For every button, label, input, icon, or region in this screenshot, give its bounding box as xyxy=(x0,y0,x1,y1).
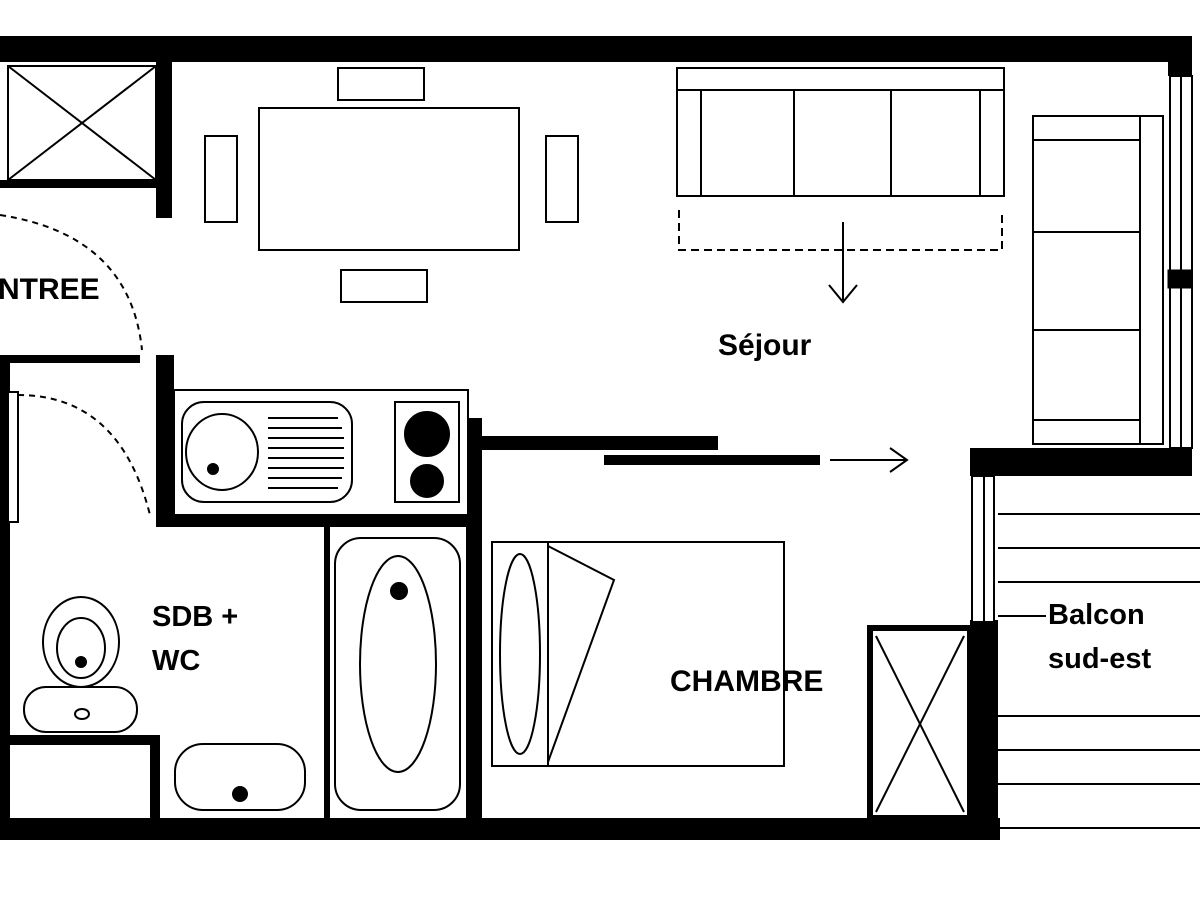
label-sejour: Séjour xyxy=(718,329,812,362)
closet-entrance xyxy=(7,65,157,181)
label-chambre: CHAMBRE xyxy=(670,665,823,698)
chair-right xyxy=(545,135,579,223)
left-wall-lower xyxy=(0,356,10,840)
closet-chambre xyxy=(867,625,973,821)
bottom-wall xyxy=(0,818,1000,840)
top-wall xyxy=(0,36,1192,62)
balcony xyxy=(971,475,1200,829)
label-balcon-line2: sud-est xyxy=(1048,643,1151,675)
bathroom-door xyxy=(7,391,151,523)
dining-table xyxy=(258,107,520,251)
kitchenette xyxy=(173,389,469,516)
label-entree: NTREE xyxy=(0,273,100,306)
label-sdb-line1: SDB + xyxy=(152,601,238,633)
label-sdb-line2: WC xyxy=(152,645,200,677)
chair-left xyxy=(204,135,238,223)
chair-top xyxy=(337,67,425,101)
sofa-bed xyxy=(676,67,1005,304)
banquette xyxy=(1032,115,1164,445)
interior-walls xyxy=(0,62,1192,840)
chair-bottom xyxy=(340,269,428,303)
sliding-door-arrow xyxy=(830,447,909,473)
dining-set xyxy=(204,67,579,303)
bed xyxy=(491,541,785,767)
right-wall-upper xyxy=(1168,36,1192,76)
bathroom-fixtures xyxy=(23,537,461,811)
label-balcon-line1: Balcon xyxy=(1048,599,1145,631)
exterior-walls xyxy=(0,36,1192,840)
entrance-door-swing xyxy=(0,214,143,351)
window-sejour xyxy=(1167,75,1193,449)
small-sink xyxy=(174,743,306,811)
